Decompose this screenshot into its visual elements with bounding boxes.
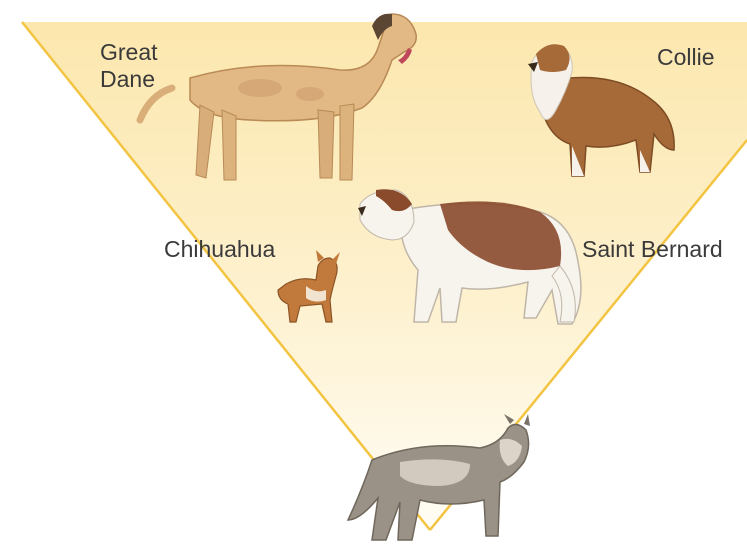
great-dane-label-line2: Dane bbox=[100, 66, 190, 93]
saint-bernard-label: Saint Bernard bbox=[582, 236, 723, 263]
chihuahua-label: Chihuahua bbox=[164, 236, 275, 263]
great-dane-label-line1: Great bbox=[100, 39, 190, 66]
collie-label: Collie bbox=[657, 44, 715, 71]
great-dane-label: Great Dane bbox=[100, 39, 190, 93]
